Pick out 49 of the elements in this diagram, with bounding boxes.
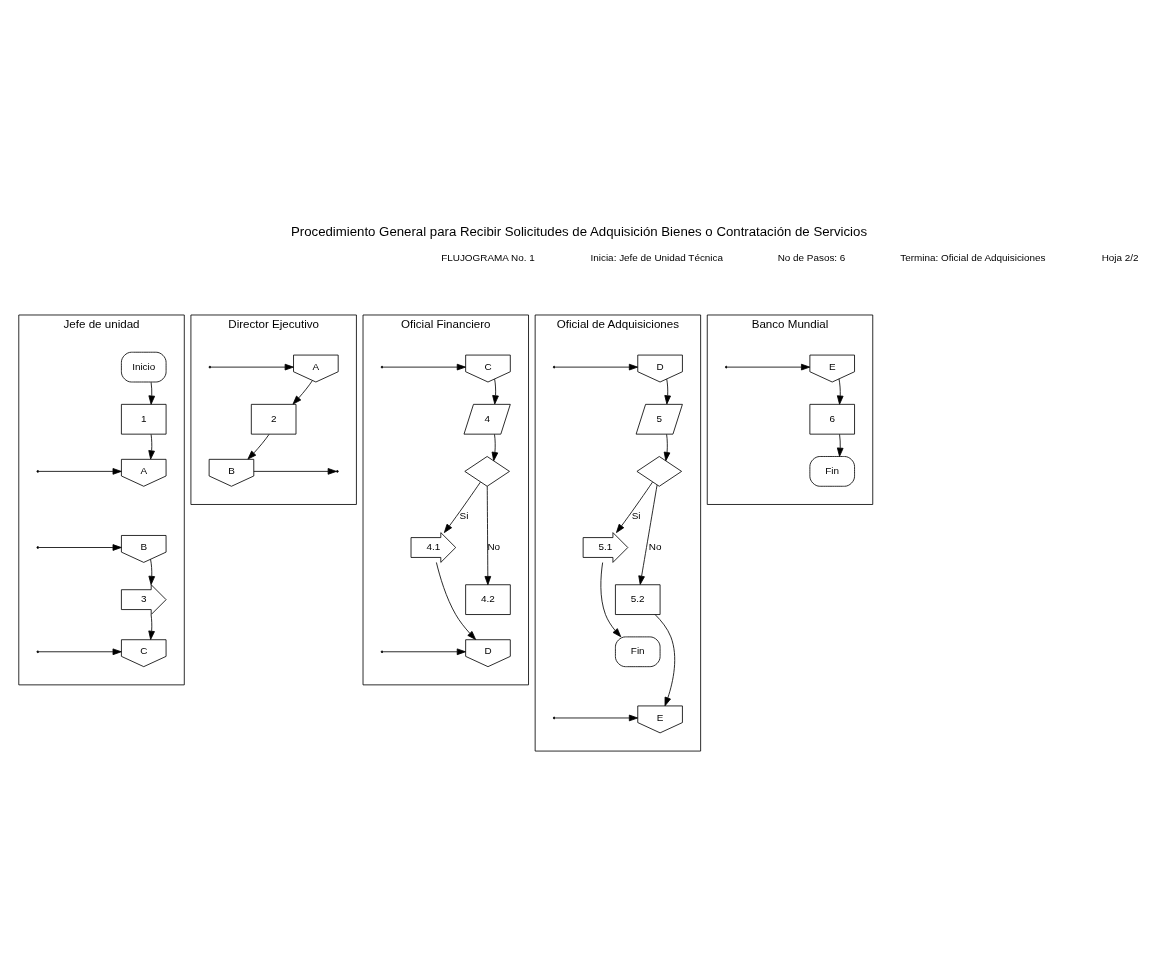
edge-label: Si — [631, 509, 641, 521]
arrow — [443, 481, 481, 533]
arrow — [148, 433, 155, 459]
arrow — [38, 467, 122, 475]
arrow — [247, 433, 270, 459]
arrow — [38, 543, 122, 551]
arrow — [555, 714, 638, 721]
arrow — [210, 363, 294, 370]
node-box: 2 — [250, 403, 297, 435]
arrow — [148, 613, 155, 640]
arrow — [616, 481, 653, 533]
arrow — [654, 613, 676, 706]
arrow — [836, 378, 844, 405]
label: Inicia: Jefe de Unidad Técnica — [590, 251, 724, 263]
node-box: 5.2 — [615, 583, 661, 615]
node-box: 1 — [121, 403, 167, 435]
node-diamond — [464, 455, 510, 487]
arrow — [148, 558, 156, 585]
arrow — [484, 485, 492, 585]
arrow — [727, 363, 811, 370]
arrow — [382, 363, 466, 370]
node-box: 6 — [809, 403, 855, 435]
arrow — [663, 433, 671, 461]
label: Termina: Oficial de Adquisiciones — [900, 251, 1046, 263]
label: Hoja 2/2 — [1101, 251, 1139, 263]
edge-label: Si — [459, 509, 469, 521]
label: No de Pasos: 6 — [777, 251, 846, 263]
node-diamond — [636, 455, 683, 487]
edge-label: No — [648, 540, 662, 552]
arrow — [382, 647, 466, 655]
edge-label: No — [487, 540, 501, 552]
arrow — [491, 433, 499, 461]
arrow — [600, 561, 622, 637]
arrow — [664, 378, 671, 404]
arrow — [555, 363, 638, 370]
label: FLUJOGRAMA No. 1 — [441, 251, 535, 263]
arrow — [148, 381, 156, 405]
arrow — [253, 467, 337, 475]
node-box: Inicio — [121, 351, 167, 382]
arrow — [38, 647, 122, 655]
node-box: Fin — [615, 635, 661, 667]
arrow — [836, 433, 844, 457]
arrow — [492, 378, 499, 404]
arrow — [435, 561, 476, 640]
node-box: Fin — [809, 455, 855, 487]
arrow — [638, 484, 658, 585]
node-box: 4.2 — [465, 583, 511, 615]
diagram-title: Procedimiento General para Recibir Solicitudes de Adquisición Bienes o Contratación de Servicios — [290, 223, 868, 239]
arrow — [292, 379, 313, 404]
